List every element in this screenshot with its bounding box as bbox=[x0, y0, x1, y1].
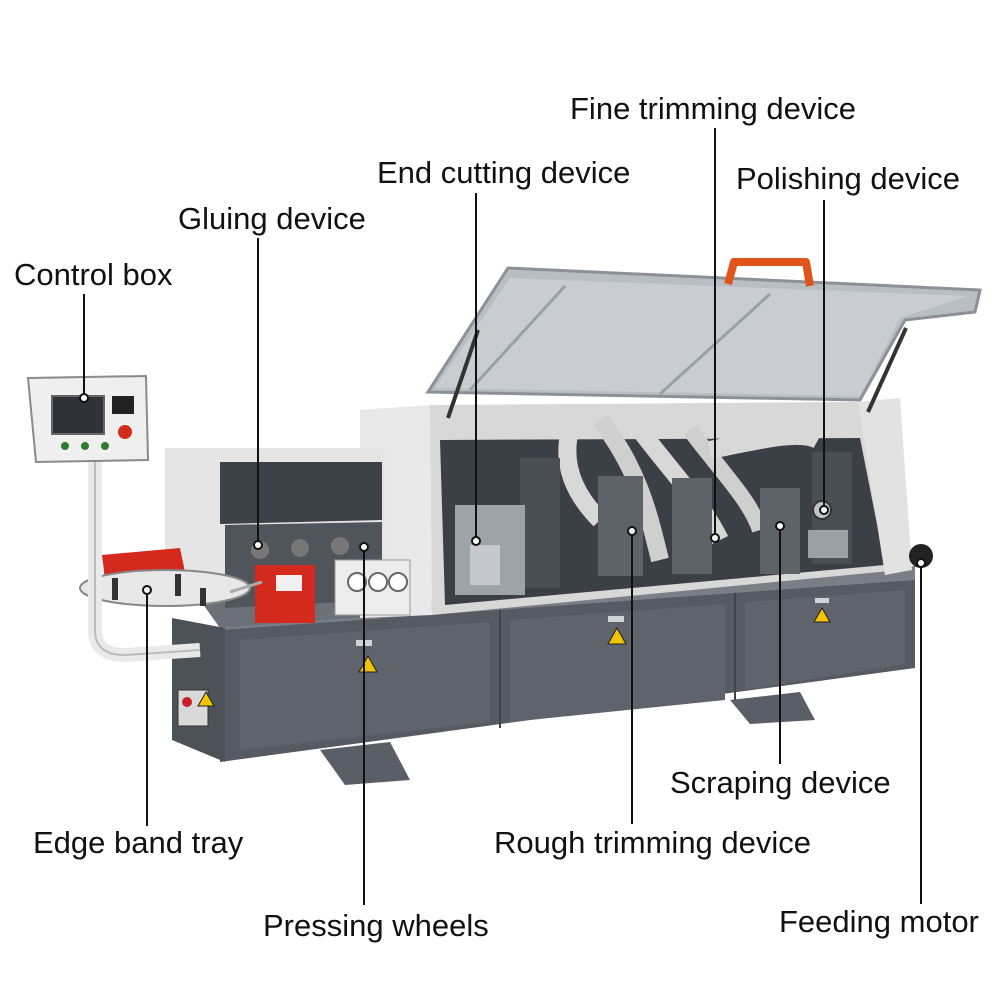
dot-pressing-wheels bbox=[359, 542, 369, 552]
label-scraping-device: Scraping device bbox=[670, 765, 891, 800]
dot-edge-band-tray bbox=[142, 585, 152, 595]
dot-fine-trimming bbox=[710, 533, 720, 543]
label-edge-band-tray: Edge band tray bbox=[33, 825, 244, 860]
label-feeding-motor: Feeding motor bbox=[779, 904, 979, 939]
machine-body bbox=[26, 258, 982, 785]
dot-control-box bbox=[79, 393, 89, 403]
label-pressing-wheels: Pressing wheels bbox=[263, 908, 489, 943]
label-end-cutting-device: End cutting device bbox=[377, 155, 631, 190]
label-rough-trimming-device: Rough trimming device bbox=[494, 825, 812, 860]
label-gluing-device: Gluing device bbox=[178, 201, 366, 236]
dot-gluing bbox=[253, 540, 263, 550]
dot-polishing bbox=[819, 505, 829, 515]
dot-scraping bbox=[775, 521, 785, 531]
label-polishing-device: Polishing device bbox=[736, 161, 961, 196]
dot-end-cutting bbox=[471, 536, 481, 546]
label-control-box: Control box bbox=[14, 257, 173, 292]
dot-rough-trimming bbox=[627, 526, 637, 536]
leader-endpoints bbox=[79, 393, 926, 595]
leader-lines bbox=[83, 128, 922, 905]
label-fine-trimming-device: Fine trimming device bbox=[570, 91, 856, 126]
dot-feeding-motor bbox=[916, 558, 926, 568]
